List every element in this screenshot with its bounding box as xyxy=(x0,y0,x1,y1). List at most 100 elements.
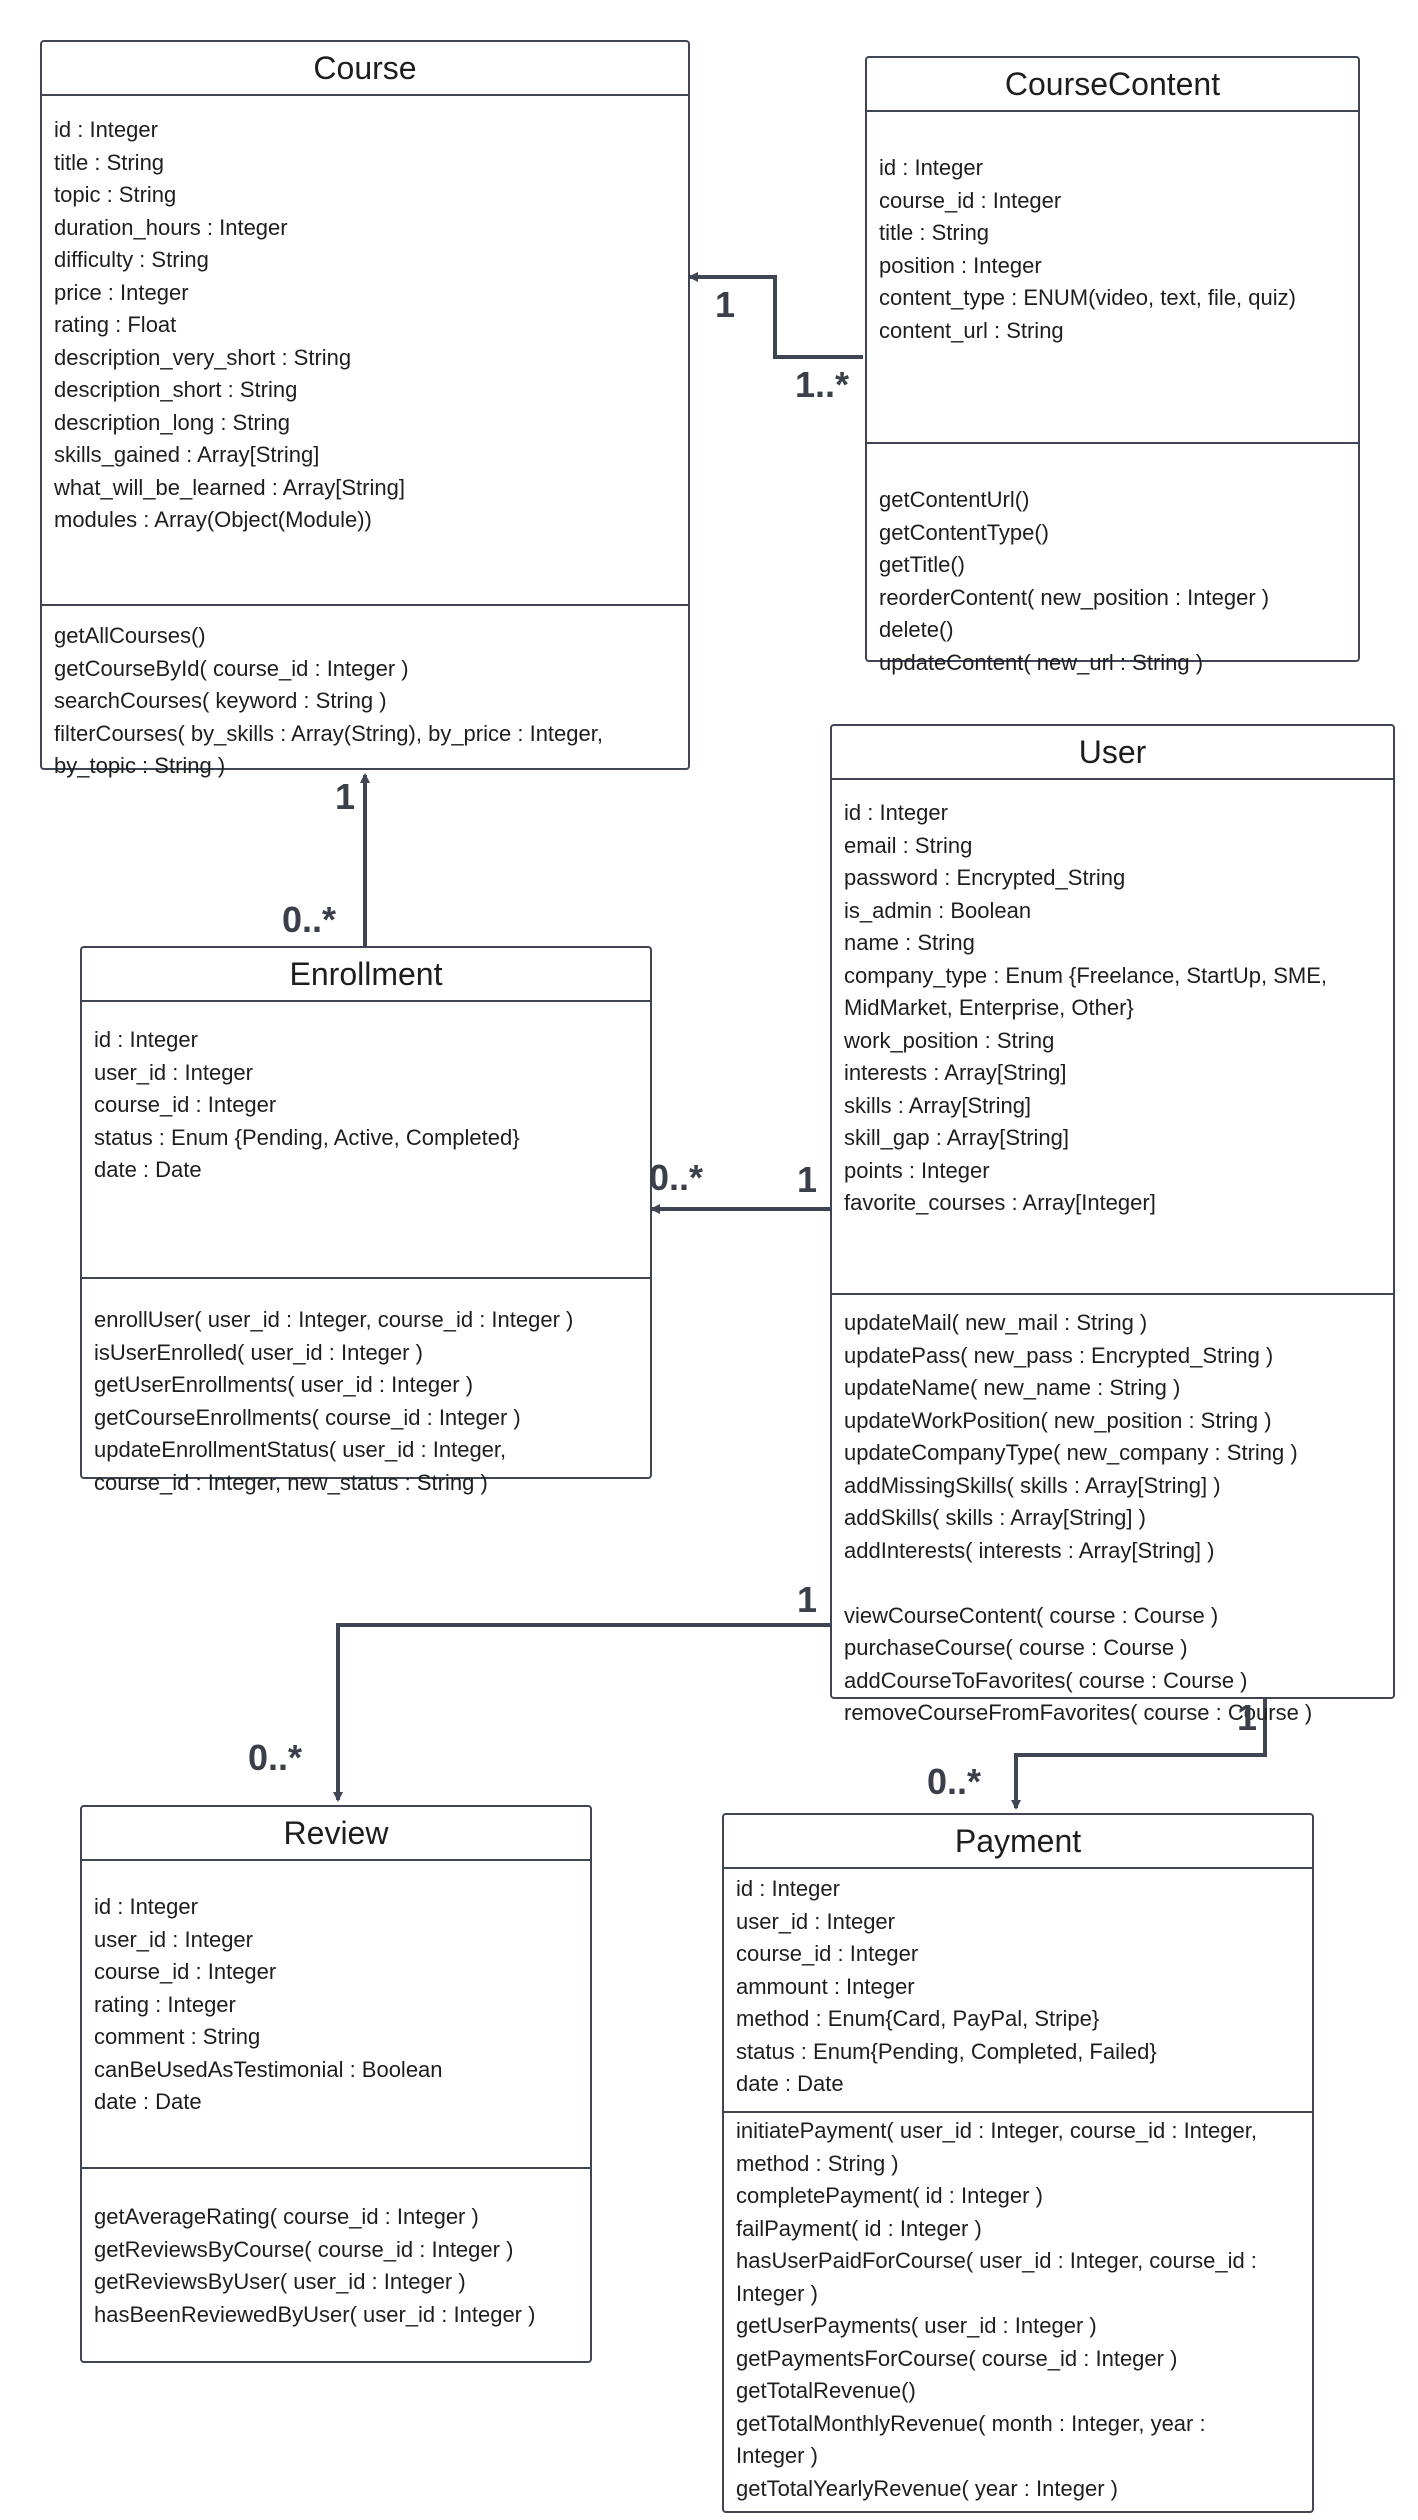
class-payment: Payment id : Integer user_id : Integer cou… xyxy=(722,1813,1314,2513)
attribute-line: status : Enum {Pending, Active, Complete… xyxy=(94,1124,520,1150)
method-line: initiatePayment( user_id : Integer, cour… xyxy=(736,2118,1257,2143)
attribute-line: course_id : Integer xyxy=(736,1941,919,1966)
method-line: updateMail( new_mail : String ) xyxy=(844,1310,1148,1335)
attribute-line: user_id : Integer xyxy=(94,1926,253,1952)
multiplicity-user-review-target: 0..* xyxy=(248,1737,303,1778)
method-line: completePayment( id : Integer ) xyxy=(736,2183,1043,2208)
attribute-line: password : Encrypted_String xyxy=(844,865,1126,890)
multiplicity-content-course-source: 1..* xyxy=(795,364,850,405)
method-line: updateWorkPosition( new_position : Strin… xyxy=(844,1407,1272,1433)
class-course: Course id : Integer title : String topic :… xyxy=(40,40,690,778)
multiplicity-user-enrollment-target: 0..* xyxy=(649,1157,704,1198)
attribute-line: ammount : Integer xyxy=(736,1973,915,1999)
multiplicity-user-review-source: 1 xyxy=(797,1579,818,1620)
method-line: getContentUrl() xyxy=(879,487,1030,512)
attribute-line: id : Integer xyxy=(94,1027,198,1052)
multiplicity-user-payment-source: 1 xyxy=(1237,1697,1258,1738)
class-enrollment: Enrollment id : Integer user_id : Integer… xyxy=(80,946,652,1495)
method-line: Integer ) xyxy=(736,2280,818,2306)
method-line: searchCourses( keyword : String ) xyxy=(54,688,387,713)
attribute-line: points : Integer xyxy=(844,1157,990,1183)
method-line: Integer ) xyxy=(736,2443,818,2468)
attributes-section: id : Integer user_id : Integer course_id :… xyxy=(724,1869,1312,2113)
section-spacer xyxy=(844,1567,1381,1600)
method-line: hasBeenReviewedByUser( user_id : Integer… xyxy=(94,2301,536,2327)
attribute-line: method : Enum{Card, PayPal, Stripe} xyxy=(736,2006,1100,2031)
attribute-line: position : Integer xyxy=(879,252,1042,278)
multiplicity-enrollment-course-source: 0..* xyxy=(282,899,337,940)
attribute-line: id : Integer xyxy=(54,117,158,142)
attribute-line: user_id : Integer xyxy=(94,1059,253,1085)
method-line: getUserPayments( user_id : Integer ) xyxy=(736,2313,1097,2338)
method-line: getPaymentsForCourse( course_id : Intege… xyxy=(736,2345,1178,2371)
attribute-line: course_id : Integer xyxy=(879,187,1062,213)
attribute-line: comment : String xyxy=(94,2024,261,2049)
attribute-line: favorite_courses : Array[Integer] xyxy=(844,1190,1156,1215)
attribute-line: skills : Array[String] xyxy=(844,1092,1032,1118)
attribute-line: description_long : String xyxy=(54,409,291,435)
method-line: getTitle() xyxy=(879,552,965,577)
attribute-line: content_type : ENUM(video, text, file, q… xyxy=(879,285,1296,310)
attribute-line: id : Integer xyxy=(879,155,983,180)
multiplicity-user-enrollment-source: 1 xyxy=(797,1159,818,1200)
class-title: Payment xyxy=(724,1815,1312,1869)
method-line: reorderContent( new_position : Integer ) xyxy=(879,584,1270,610)
attribute-line: work_position : String xyxy=(844,1027,1055,1053)
attribute-line: canBeUsedAsTestimonial : Boolean xyxy=(94,2056,443,2082)
connector-user-to-review xyxy=(333,1623,830,1802)
attribute-line: id : Integer xyxy=(736,1876,840,1901)
method-line: getTotalYearlyRevenue( year : Integer ) xyxy=(736,2475,1118,2501)
method-line: getTotalRevenue() xyxy=(736,2378,916,2403)
attribute-line: id : Integer xyxy=(844,800,948,825)
attributes-section: id : Integer title : String topic : String… xyxy=(42,96,688,606)
method-line: getReviewsByCourse( course_id : Integer … xyxy=(94,2236,514,2262)
attribute-line: rating : Integer xyxy=(94,1991,236,2017)
method-line: updateCompanyType( new_company : String … xyxy=(844,1440,1298,1465)
multiplicity-enrollment-course-target: 1 xyxy=(335,776,356,817)
attribute-line: date : Date xyxy=(94,2089,202,2114)
attribute-line: topic : String xyxy=(54,182,177,207)
class-title: Course xyxy=(42,42,688,96)
connector-content-to-course xyxy=(688,272,863,359)
method-line: by_topic : String ) xyxy=(54,753,226,778)
methods-section: initiatePayment( user_id : Integer, cour… xyxy=(724,2113,1312,2505)
method-line: failPayment( id : Integer ) xyxy=(736,2215,982,2241)
attribute-line: content_url : String xyxy=(879,317,1064,343)
methods-section: getAverageRating( course_id : Integer )g… xyxy=(82,2169,590,2331)
multiplicity-user-payment-target: 0..* xyxy=(927,1761,982,1802)
attribute-line: email : String xyxy=(844,832,973,858)
class-title: Review xyxy=(82,1807,590,1861)
attribute-line: what_will_be_learned : Array[String] xyxy=(54,474,405,500)
attribute-line: user_id : Integer xyxy=(736,1908,895,1934)
method-line: getCourseEnrollments( course_id : Intege… xyxy=(94,1404,521,1430)
method-line: removeCourseFromFavorites( course : Cour… xyxy=(844,1700,1313,1725)
method-line: method : String ) xyxy=(736,2150,899,2176)
attribute-line: rating : Float xyxy=(54,312,177,337)
method-line: course_id : Integer, new_status : String… xyxy=(94,1469,488,1495)
attribute-line: difficulty : String xyxy=(54,247,209,272)
attribute-line: date : Date xyxy=(94,1157,202,1182)
attribute-line: price : Integer xyxy=(54,279,189,305)
method-line: hasUserPaidForCourse( user_id : Integer,… xyxy=(736,2248,1257,2273)
class-title: Enrollment xyxy=(82,948,650,1002)
attributes-section: id : Integer email : String password : Enc… xyxy=(832,780,1393,1295)
attribute-line: name : String xyxy=(844,930,975,955)
method-line: getContentType() xyxy=(879,519,1049,545)
method-line: enrollUser( user_id : Integer, course_id… xyxy=(94,1307,574,1332)
class-title: User xyxy=(832,726,1393,780)
method-line: updateContent( new_url : String ) xyxy=(879,649,1204,675)
method-line: updatePass( new_pass : Encrypted_String … xyxy=(844,1342,1274,1368)
method-line: isUserEnrolled( user_id : Integer ) xyxy=(94,1339,423,1365)
method-line: addSkills( skills : Array[String] ) xyxy=(844,1505,1146,1530)
attribute-line: MidMarket, Enterprise, Other} xyxy=(844,995,1134,1020)
method-line: getTotalMonthlyRevenue( month : Integer,… xyxy=(736,2410,1206,2436)
methods-section: updateMail( new_mail : String ) updatePas… xyxy=(832,1295,1393,1730)
methods-section: getAllCourses()getCourseById( course_id … xyxy=(42,606,688,783)
method-line: viewCourseContent( course : Course ) xyxy=(844,1602,1219,1628)
attribute-line: title : String xyxy=(54,149,165,175)
